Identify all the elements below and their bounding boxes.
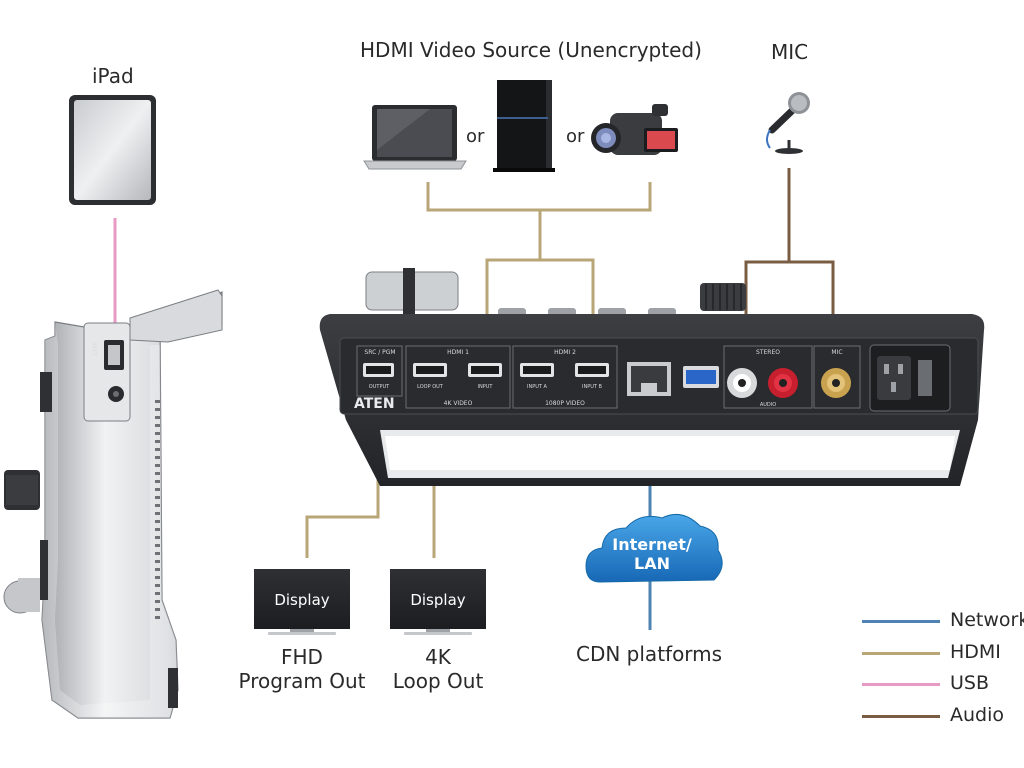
legend-swatch-hdmi — [862, 651, 940, 655]
display1-caption-line2: Program Out — [238, 669, 366, 693]
hdmi-source-cables — [426, 182, 652, 336]
legend-swatch-usb — [862, 683, 940, 686]
display1-caption: FHD Program Out — [232, 645, 372, 693]
panel-mic-label: MIC — [831, 349, 842, 356]
input-label: INPUT — [478, 384, 494, 390]
loop-out-label: LOOP OUT — [417, 384, 444, 390]
video-4k-label: 4K VIDEO — [444, 400, 473, 407]
display-icon — [254, 569, 350, 635]
link-label: LINK — [92, 340, 99, 355]
legend-label-hdmi: HDMI — [950, 640, 1001, 663]
device-side-view — [3, 289, 223, 719]
ipad-label: iPad — [92, 64, 134, 88]
legend: Network HDMI USB Audio — [862, 608, 1024, 735]
console-icon — [493, 80, 555, 172]
stereo-label: STEREO — [756, 349, 780, 356]
display2-caption-line2: Loop Out — [392, 669, 484, 693]
ipad-icon — [69, 95, 156, 205]
device-panel-labels: ATEN SRC / PGM OUTPUT HDMI 1 HDMI 2 LOOP… — [92, 340, 843, 412]
video-1080p-label: 1080P VIDEO — [545, 400, 585, 407]
audio-label: AUDIO — [760, 402, 776, 408]
src-pgm-label: SRC / PGM — [364, 349, 395, 356]
cloud-icon — [585, 513, 723, 583]
display2-caption-line1: 4K — [425, 645, 451, 669]
or-label-1: or — [466, 126, 485, 147]
display-icon — [390, 569, 486, 635]
display1-screen-text: Display — [274, 591, 329, 609]
output-label: OUTPUT — [369, 384, 390, 390]
microphone-icon — [766, 92, 810, 154]
legend-item-audio: Audio — [862, 703, 1022, 735]
legend-label-network: Network — [950, 609, 1024, 631]
cloud-text-line2: LAN — [634, 554, 670, 573]
legend-item-hdmi: HDMI — [862, 640, 1022, 672]
legend-swatch-network — [862, 620, 940, 623]
or-label-2: or — [566, 126, 585, 147]
camcorder-icon — [591, 104, 678, 155]
legend-item-network: Network — [862, 608, 1024, 640]
legend-label-audio: Audio — [950, 703, 1005, 726]
legend-item-usb: USB — [862, 671, 1022, 703]
cloud-text-line1: Internet/ — [612, 535, 692, 554]
hdmi2-label: HDMI 2 — [554, 349, 576, 356]
display2-caption: 4K Loop Out — [378, 645, 498, 693]
mic-label: MIC — [771, 40, 809, 64]
device-rear-view — [319, 268, 985, 486]
input-b-label: INPUT B — [582, 384, 603, 390]
display1-caption-line1: FHD — [281, 645, 323, 669]
input-a-label: INPUT A — [527, 384, 548, 390]
display2-screen-text: Display — [410, 591, 465, 609]
cdn-label: CDN platforms — [576, 642, 723, 666]
legend-swatch-audio — [862, 714, 940, 718]
hdmi1-label: HDMI 1 — [447, 349, 469, 356]
legend-label-usb: USB — [950, 672, 990, 694]
laptop-icon — [363, 105, 467, 170]
brand-label: ATEN — [354, 396, 395, 412]
hdmi-source-label: HDMI Video Source (Unencrypted) — [360, 38, 702, 62]
